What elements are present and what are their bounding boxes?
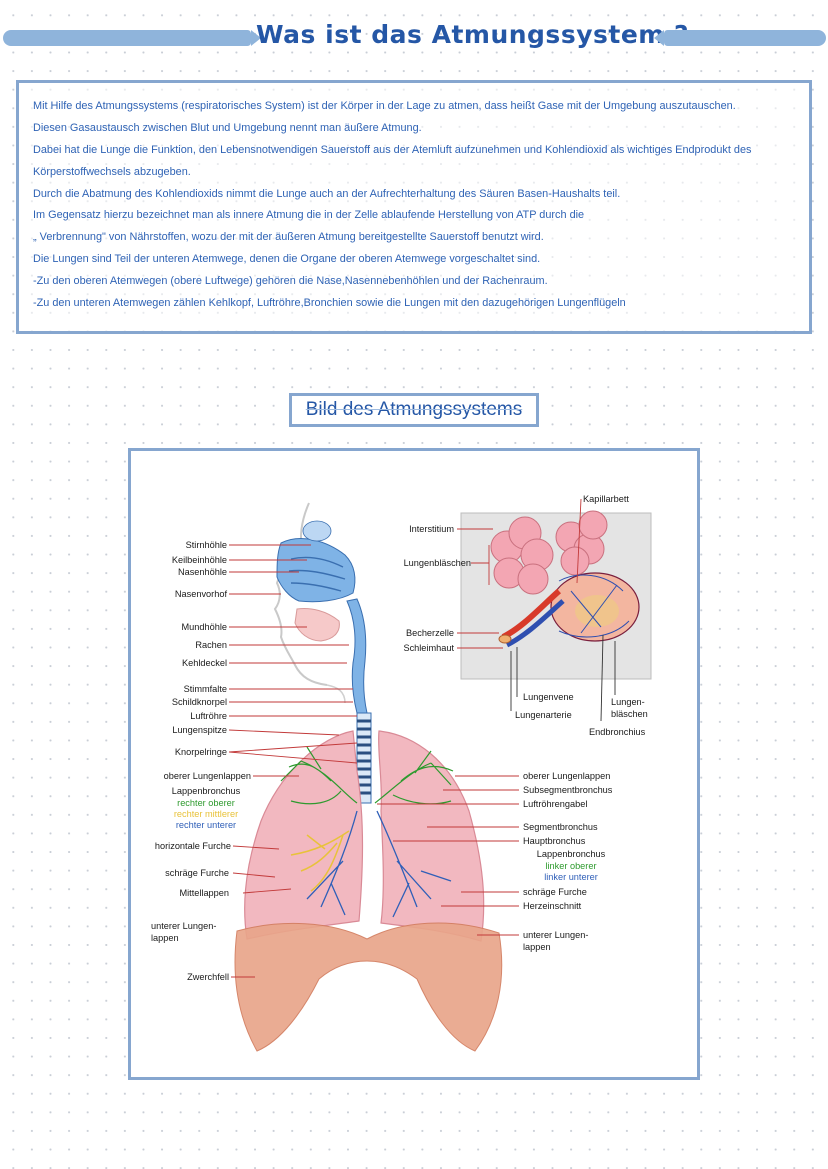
label-endbronchius: Endbronchius — [589, 727, 646, 737]
label-mittellappen: Mittellappen — [179, 888, 229, 898]
label-herzeinschnitt: Herzeinschnitt — [523, 901, 582, 911]
green-bronchi — [280, 746, 454, 805]
label-zwerchfell: Zwerchfell — [187, 972, 229, 982]
label-stimmfalte: Stimmfalte — [184, 684, 227, 694]
respiratory-figure: Stirnhöhle Keilbeinhöhle Nasenhöhle Nase… — [128, 448, 700, 1080]
label-oberer-lungenlappen-links: oberer Lungenlappen — [523, 771, 610, 781]
label-stirnhoehle: Stirnhöhle — [186, 540, 227, 550]
label-lungenvene: Lungenvene — [523, 692, 574, 702]
diaphragm — [234, 922, 503, 1052]
trachea — [356, 712, 372, 804]
label-lappen-links: lappen — [523, 942, 551, 952]
left-leader-lines — [228, 544, 358, 978]
label-hauptbronchus: Hauptbronchus — [523, 836, 586, 846]
label-segmentbronchus: Segmentbronchus — [523, 822, 598, 832]
label-rechter-unterer: rechter unterer — [176, 820, 236, 830]
label-lappenbronchus-links: Lappenbronchus — [537, 849, 606, 859]
label-kehldeckel: Kehldeckel — [182, 658, 227, 668]
label-nasenhoehle: Nasenhöhle — [178, 567, 227, 577]
label-rechter-oberer: rechter oberer — [177, 798, 235, 808]
label-schraege-furche-rechts: schräge Furche — [165, 868, 229, 878]
intro-line: -Zu den oberen Atemwegen (obere Luftwege… — [33, 275, 548, 288]
intro-line: Diesen Gasaustausch zwischen Blut und Um… — [33, 121, 422, 134]
figure-heading: Bild des Atmungssystems — [289, 393, 539, 427]
nasal-cavity — [276, 538, 356, 603]
figure-heading-text: Bild des Atmungssystems — [305, 399, 523, 420]
yellow-bronchi — [290, 830, 350, 892]
nasal-conchae — [288, 556, 346, 592]
label-lungenarterie: Lungenarterie — [515, 710, 572, 720]
label-subsegmentbronchus: Subsegmentbronchus — [523, 785, 613, 795]
intro-line: Die Lungen sind Teil der unteren Atemweg… — [33, 253, 541, 266]
title-decoration-left — [3, 30, 261, 46]
oral-cavity — [294, 608, 340, 642]
label-keilbeinhoehle: Keilbeinhöhle — [172, 555, 227, 565]
label-rechter-mittlerer: rechter mittlerer — [174, 809, 238, 819]
inset-black-leaders — [510, 634, 616, 722]
title-decoration-right — [654, 30, 826, 46]
pulmonary-vessel-blue — [505, 599, 565, 648]
label-lungenblaeschen: Lungenbläschen — [404, 558, 471, 568]
label-blaeschen: bläschen — [611, 709, 648, 719]
label-rachen: Rachen — [195, 640, 227, 650]
bronchiole-opening — [498, 634, 512, 644]
title-banner: Was ist das Atmungssystem ? — [0, 20, 828, 56]
label-linker-oberer: linker oberer — [545, 861, 596, 871]
label-mundhoehle: Mundhöhle — [182, 622, 227, 632]
label-horizontale-furche: horizontale Furche — [155, 841, 231, 851]
label-luftroehrengabel: Luftröhrengabel — [523, 799, 587, 809]
label-unterer-lungen-links: unterer Lungen- — [523, 930, 588, 940]
intro-line: „ Verbrennung" von Nährstoffen, wozu der… — [33, 231, 544, 244]
label-lappenbronchus-rechts: Lappenbronchus — [172, 786, 241, 796]
pharynx — [346, 598, 368, 714]
label-schraege-furche-links: schräge Furche — [523, 887, 587, 897]
right-leader-lines — [377, 775, 519, 936]
respiratory-diagram: Stirnhöhle Keilbeinhöhle Nasenhöhle Nase… — [151, 494, 652, 1052]
label-knorpelringe: Knorpelringe — [175, 747, 227, 757]
label-oberer-lungenlappen-rechts: oberer Lungenlappen — [164, 771, 251, 781]
label-unterer-lungen-rechts: unterer Lungen- — [151, 921, 216, 931]
label-schildknorpel: Schildknorpel — [172, 697, 227, 707]
label-luftroehre: Luftröhre — [190, 711, 227, 721]
intro-text-box: Mit Hilfe des Atmungssystems (respirator… — [16, 80, 812, 334]
sinus — [302, 520, 332, 542]
label-schleimhaut: Schleimhaut — [403, 643, 454, 653]
label-kapillarbett: Kapillarbett — [583, 494, 629, 504]
intro-line: Durch die Abatmung des Kohlendioxids nim… — [33, 187, 621, 200]
blue-bronchi — [306, 810, 452, 918]
intro-line: Dabei hat die Lunge die Funktion, den Le… — [33, 143, 752, 156]
label-nasenvorhof: Nasenvorhof — [175, 589, 228, 599]
label-lungen: Lungen- — [611, 697, 645, 707]
alveoli-cluster — [490, 510, 608, 595]
intro-line: Körperstoffwechsels abzugeben. — [33, 165, 191, 178]
inset-leader-lines — [457, 498, 582, 649]
intro-line: -Zu den unteren Atemwegen zählen Kehlkop… — [33, 297, 626, 310]
intro-line: Im Gegensatz hierzu bezeichnet man als i… — [33, 209, 585, 222]
page-title: Was ist das Atmungssystem ? — [256, 20, 690, 49]
label-interstitium: Interstitium — [409, 524, 454, 534]
pulmonary-vessel-red — [501, 588, 561, 640]
label-linker-unterer: linker unterer — [544, 872, 598, 882]
capillary-bed — [558, 574, 630, 638]
label-becherzelle: Becherzelle — [406, 628, 454, 638]
intro-line: Mit Hilfe des Atmungssystems (respirator… — [33, 100, 736, 112]
neck-outline — [326, 684, 346, 704]
label-lungenspitze: Lungenspitze — [172, 725, 227, 735]
left-lung — [378, 730, 485, 942]
label-lappen-rechts: lappen — [151, 933, 179, 943]
